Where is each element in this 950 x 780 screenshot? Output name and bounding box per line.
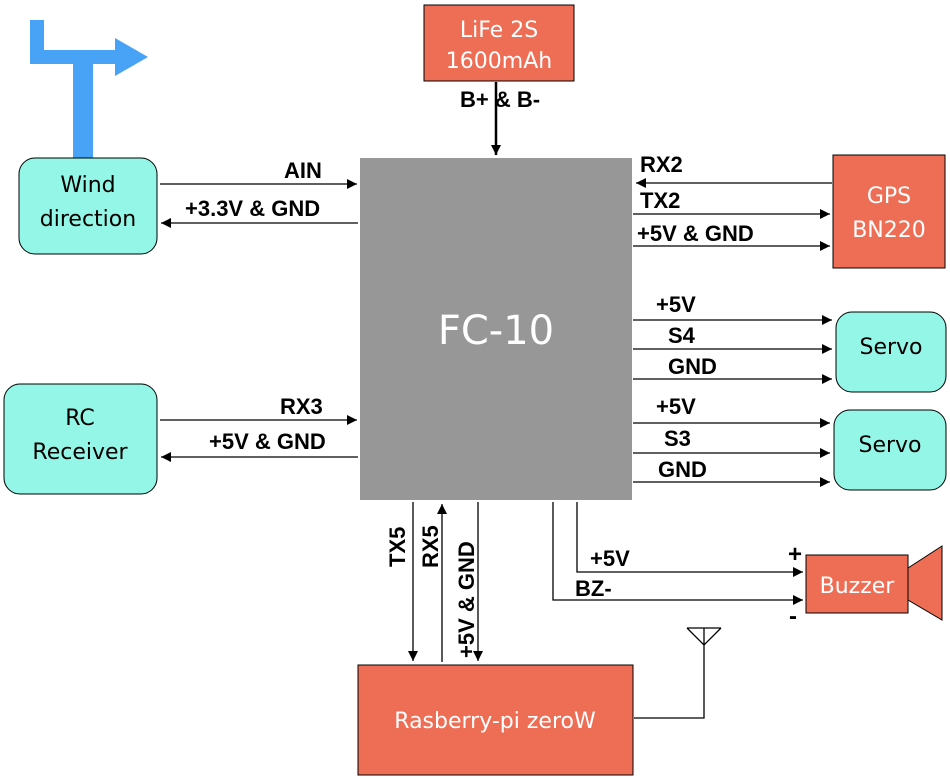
rc-power-label: +5V & GND (209, 429, 326, 454)
battery-type: LiFe 2S (460, 18, 538, 43)
battery-capacity: 1600mAh (446, 49, 552, 74)
rpi-power-label: +5V & GND (454, 541, 479, 658)
buzzer-label: Buzzer (820, 574, 896, 599)
ain-label: AIN (284, 158, 322, 183)
battery-wire-label: B+ & B- (460, 87, 540, 112)
gps-box (832, 154, 946, 269)
wind-direction-line1: Wind (60, 173, 115, 198)
tx2-label: TX2 (640, 188, 680, 213)
rx3-label: RX3 (280, 394, 323, 419)
buzzer-power-label: +5V (590, 546, 630, 571)
servo-s4-label: Servo (859, 335, 922, 360)
rc-receiver-line1: RC (65, 406, 95, 431)
speaker-icon (907, 545, 943, 621)
raspberry-pi-label: Rasberry-pi zeroW (394, 709, 596, 734)
buzzer-minus-sign: - (789, 603, 797, 630)
rc-receiver-line2: Receiver (32, 440, 128, 465)
rx2-label: RX2 (640, 152, 683, 177)
wind-direction-line2: direction (40, 207, 136, 232)
servo-s3-signal-label: S3 (664, 426, 691, 451)
buzzer-box (805, 554, 909, 614)
servo-s3-gnd-label: GND (658, 457, 707, 482)
raspberry-pi-box (357, 664, 634, 776)
battery-box (423, 4, 575, 82)
gps-power-label: +5V & GND (637, 221, 754, 246)
servo-s4-box (835, 311, 947, 393)
antenna-icon (634, 627, 722, 719)
gps-line1: GPS (867, 184, 911, 209)
buzzer-signal-wire (552, 502, 803, 605)
servo-s3-label: Servo (858, 433, 921, 458)
rc-receiver-box (3, 383, 158, 495)
servo-s3-box (833, 409, 947, 491)
tx5-label: TX5 (385, 527, 410, 567)
servo-s3-power-label: +5V (656, 394, 696, 419)
gps-line2: BN220 (852, 218, 926, 243)
servo-s4-signal-label: S4 (668, 323, 696, 348)
wind-vane-icon (30, 20, 148, 158)
buzzer-plus-sign: + (788, 541, 802, 568)
servo-s4-gnd-label: GND (668, 354, 717, 379)
wind-direction-box (18, 157, 158, 255)
buzzer-power-wire (576, 502, 803, 577)
fc-10-label: FC-10 (438, 308, 554, 354)
fc-10-box (360, 158, 632, 500)
buzzer-signal-label: BZ- (575, 576, 612, 601)
rx5-label: RX5 (418, 525, 443, 568)
wind-power-label: +3.3V & GND (185, 196, 320, 221)
servo-s4-power-label: +5V (656, 292, 696, 317)
